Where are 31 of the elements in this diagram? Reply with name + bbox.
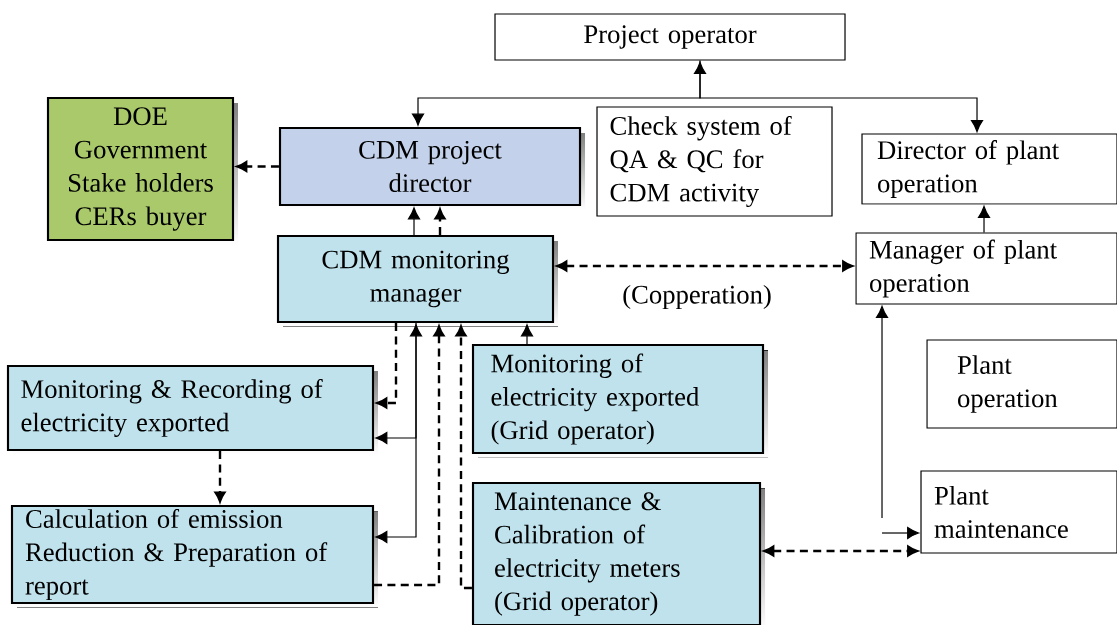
- process-box: Check system of QA & QC for CDM activity: [596, 106, 833, 217]
- arrow: [434, 208, 446, 235]
- arrow: [375, 322, 417, 544]
- arrow: [520, 324, 534, 345]
- arrow: [214, 451, 226, 503]
- arrow: [236, 161, 279, 172]
- edge-label: (Copperation): [620, 283, 774, 311]
- arrow: [881, 526, 920, 540]
- stakeholder-box: DOE Government Stake holders CERs buyer: [46, 96, 238, 245]
- process-box: Plant operation: [926, 339, 1117, 429]
- arrow: [374, 325, 445, 587]
- arrow: [699, 60, 984, 133]
- process-box: Monitoring of electricity exported (Grid operator): [471, 343, 768, 458]
- process-box: CDM monitoring manager: [276, 234, 558, 327]
- process-box: Project operator: [494, 13, 846, 61]
- process-box: Monitoring & Recording of electricity exported: [6, 364, 378, 455]
- arrow: [411, 61, 707, 126]
- process-box: Director of plant operation: [861, 133, 1117, 205]
- arrow: [407, 207, 421, 236]
- arrow: [376, 323, 398, 409]
- arrow: [455, 325, 472, 590]
- process-box: Manager of plant operation: [855, 232, 1117, 305]
- arrow: [875, 305, 889, 519]
- arrow: [763, 545, 918, 557]
- process-box: Plant maintenance: [920, 470, 1117, 554]
- process-box: Maintenance & Calibration of electricity meters (Grid operator): [471, 481, 765, 625]
- process-box: Calculation of emission Reduction & Preparation of report: [10, 504, 378, 608]
- arrow: [977, 205, 991, 233]
- arrow: [375, 324, 423, 445]
- director-box: CDM project director: [278, 126, 585, 210]
- arrow: [556, 260, 853, 272]
